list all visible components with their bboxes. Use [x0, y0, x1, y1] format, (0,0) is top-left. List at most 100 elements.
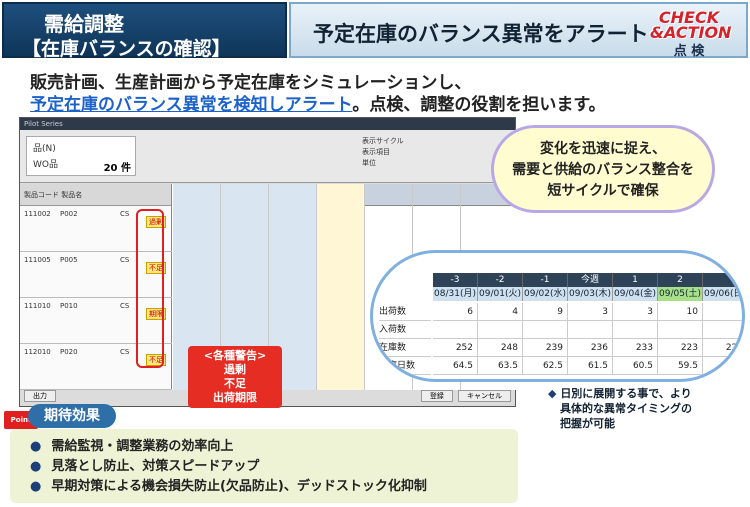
cancel-button[interactable]: キャンセル — [458, 390, 511, 402]
zoom-cell — [568, 321, 613, 339]
diamond-icon: ◆ — [548, 387, 557, 400]
app-header-pane: 品(N) WO品 20 件 表示サイクル 表示項目 単位 — [20, 130, 517, 183]
header-left: 需給調整 【在庫バランスの確認】 — [2, 2, 287, 60]
bubble-line: 短サイクルで確保 — [547, 183, 659, 199]
zoom-col-date: 09/05(土) — [658, 287, 703, 301]
zoom-col-date: 09/03(木) — [568, 287, 613, 301]
option-cycle[interactable]: 表示サイクル — [362, 137, 404, 145]
row-unit: CS — [120, 210, 130, 218]
row-unit: CS — [120, 256, 130, 264]
callout-item: 過剰 — [224, 363, 246, 376]
zoom-cell: 9 — [523, 303, 568, 321]
zoom-cell — [478, 321, 523, 339]
bubble-line: 需要と供給のバランス整合を — [512, 162, 694, 178]
warning-tag: 期限 — [146, 308, 166, 320]
effect-item: ●需給監視・調整業務の効率向上 — [30, 435, 233, 454]
row-name: P020 — [60, 348, 78, 356]
check-action-badge: CHECK &ACTION 点 検 — [650, 8, 732, 60]
expected-effects-title: 期待効果 — [28, 404, 116, 428]
table-row[interactable]: 111010 P010 CS 期限 — [20, 298, 172, 344]
zoom-cell: 6 — [433, 303, 478, 321]
register-button[interactable]: 登録 — [420, 390, 453, 402]
warning-callout: <各種警告> 過剰 不足 出荷期限 — [188, 346, 282, 408]
row-name: P005 — [60, 256, 78, 264]
header-title-line1: 需給調整 — [44, 12, 124, 36]
zoom-row-label: 出荷数 — [379, 303, 431, 321]
effect-text: 早期対策による機会損失防止(欠品防止)、デッドストック化抑制 — [51, 479, 427, 494]
zoom-cell: 252 — [433, 339, 478, 357]
bullet-icon: ● — [30, 459, 42, 474]
row-unit: CS — [120, 348, 130, 356]
zoom-col-date: 08/31(月) — [433, 287, 478, 301]
zoom-cell: 4 — [478, 303, 523, 321]
header-right: 予定在庫のバランス異常をアラート CHECK &ACTION 点 検 — [289, 2, 748, 60]
bullet-icon: ● — [30, 479, 42, 494]
zoom-col-number — [703, 273, 742, 287]
effect-item: ● 早期対策による機会損失防止(欠品防止)、デッドストック化抑制 — [30, 475, 427, 494]
warning-highlight-box — [136, 209, 164, 368]
row-code: 111002 — [24, 210, 51, 218]
note-line: 把握が可能 — [560, 417, 615, 430]
effect-item: ● 見落とし防止、対策スピードアップ — [30, 455, 259, 474]
zoom-cell: 248 — [478, 339, 523, 357]
zoom-row-label: 入荷数 — [379, 321, 431, 339]
row-name: P010 — [60, 302, 78, 310]
option-items[interactable]: 表示項目 — [362, 148, 390, 156]
callout-item: 出荷期限 — [213, 391, 257, 404]
zoom-cell: 60.5 — [613, 357, 658, 375]
zoom-cell: 223 — [703, 339, 742, 357]
row-name: P002 — [60, 210, 78, 218]
zoom-col-number: -2 — [478, 273, 523, 287]
output-button[interactable]: 出力 — [24, 390, 56, 402]
zoom-col-date: 09/02(水) — [523, 287, 568, 301]
zoom-cell: 62.5 — [523, 357, 568, 375]
zoom-cell: 3 — [613, 303, 658, 321]
zoom-col-number: 1 — [613, 273, 658, 287]
badge-action: &ACTION — [650, 23, 732, 42]
zoom-cell: 63.5 — [478, 357, 523, 375]
description-highlight: 予定在庫のバランス異常を検知しアラート — [30, 95, 353, 115]
zoom-cell — [703, 357, 742, 375]
zoom-col-number: -3 — [433, 273, 478, 287]
daily-note: ◆ 日別に展開する事で、より 具体的な異常タイミングの 把握が可能 — [548, 386, 692, 431]
badge-inspect: 点 検 — [673, 44, 705, 59]
zoom-cell: 223 — [658, 339, 703, 357]
row-code: 111010 — [24, 302, 51, 310]
zoom-cell — [613, 321, 658, 339]
zoom-cell — [433, 321, 478, 339]
description-line1: 販売計画、生産計画から予定在庫をシミュレーションし、 — [30, 73, 472, 93]
zoom-cell — [658, 321, 703, 339]
zoom-col-date: 09/06(日) — [703, 287, 742, 301]
footer-left: 出力 — [24, 383, 56, 402]
zoom-cell: 64.5 — [433, 357, 478, 375]
footer-right: 登録 キャンセル — [420, 383, 511, 402]
zoom-cell: 233 — [613, 339, 658, 357]
row-unit: CS — [120, 302, 130, 310]
expected-effects-panel: ●需給監視・調整業務の効率向上 ● 見落とし防止、対策スピードアップ ● 早期対策に… — [10, 429, 518, 503]
nav-item-1[interactable]: 品(N) — [33, 144, 56, 154]
description-line2: 予定在庫のバランス異常を検知しアラート。点検、調整の役割を担います。 — [30, 90, 606, 115]
header-bar: 需給調整 【在庫バランスの確認】 予定在庫のバランス異常をアラート CHECK … — [2, 2, 748, 60]
effect-text: 見落とし防止、対策スピードアップ — [51, 459, 260, 474]
nav-item-2[interactable]: WO品 — [33, 160, 58, 170]
display-options[interactable]: 表示サイクル 表示項目 単位 — [362, 136, 404, 169]
table-row[interactable]: 111002 P002 CS 過剰 — [20, 206, 172, 252]
badge-check: CHECK — [658, 8, 720, 27]
zoom-row-label: 在庫日数 — [379, 357, 431, 375]
option-unit[interactable]: 単位 — [362, 159, 376, 167]
nav-box[interactable]: 品(N) WO品 20 件 — [26, 136, 136, 176]
bubble-line: 変化を迅速に捉え、 — [540, 141, 666, 157]
note-line: 具体的な異常タイミングの — [560, 402, 692, 415]
zoom-cell — [523, 321, 568, 339]
zoom-col-date: 09/04(金) — [613, 287, 658, 301]
zoom-cell — [703, 303, 742, 321]
zoom-cell: 236 — [568, 339, 613, 357]
grid-left-header: 製品コード 製品名 — [20, 184, 171, 206]
zoom-cell: 61.5 — [568, 357, 613, 375]
zoom-row-label: 在庫数 — [379, 339, 431, 357]
info-bubble: 変化を迅速に捉え、 需要と供給のバランス整合を 短サイクルで確保 — [491, 125, 715, 213]
warning-tag: 過剰 — [146, 216, 166, 228]
